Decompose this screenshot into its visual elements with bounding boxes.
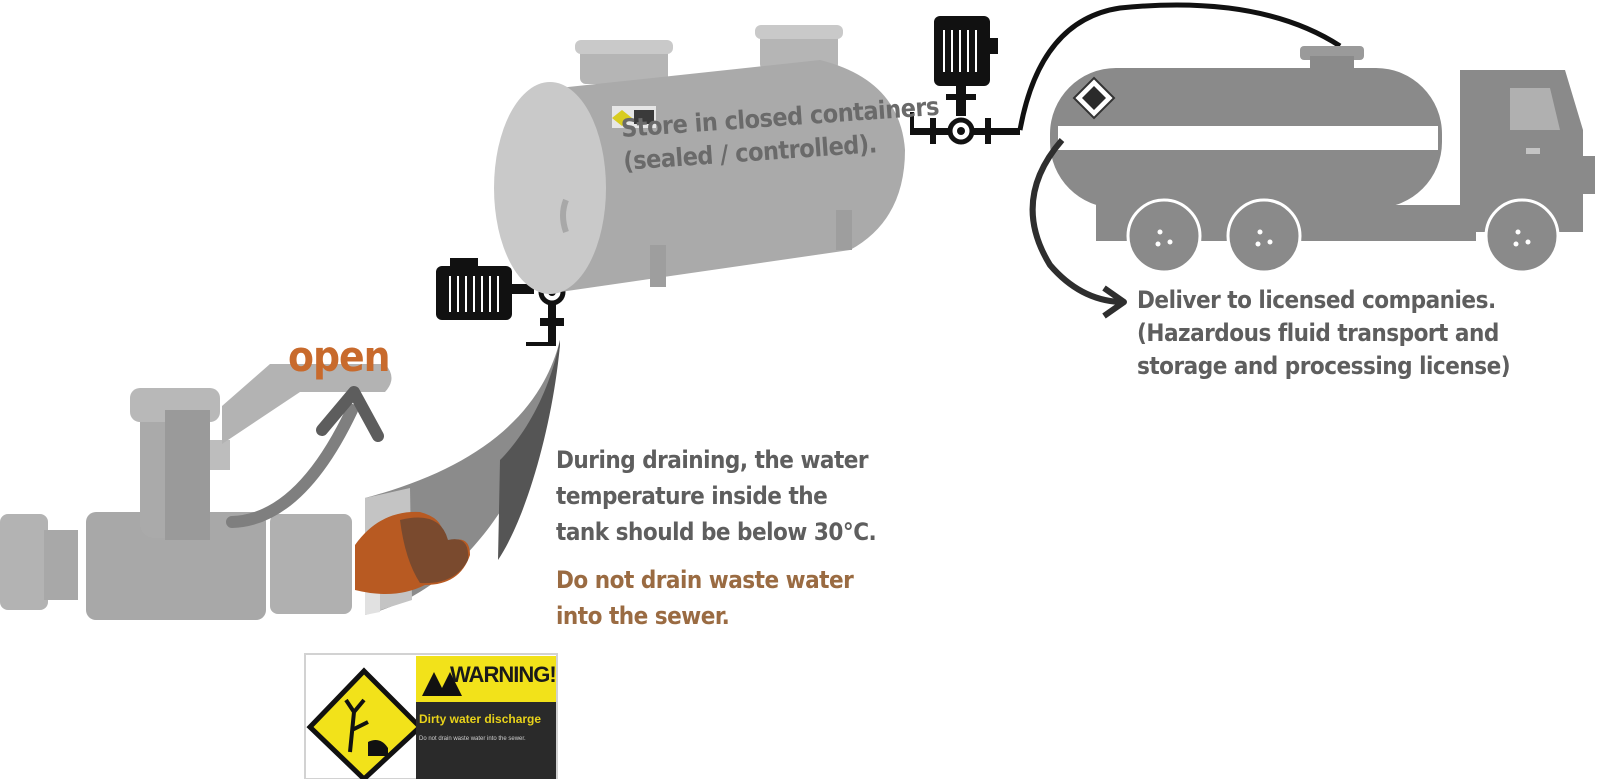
warning-triangle-icon [422,672,462,696]
deliver-arrow [1029,138,1127,319]
drain-line-1: During draining, the water [556,446,869,474]
deliver-instruction: Deliver to licensed companies. (Hazardou… [1137,284,1511,383]
sewer-warning: Do not drain waste water into the sewer. [556,562,854,634]
warning-sign [304,653,558,783]
drain-stream [355,340,560,615]
sewer-line-1: Do not drain waste water [556,566,854,594]
open-label: open [288,332,391,381]
valve-icon [0,364,392,620]
deliver-line-2: (Hazardous fluid transport and [1137,319,1499,347]
drain-instruction: During draining, the water temperature i… [556,442,877,550]
drain-line-3: tank should be below 30°C. [556,518,877,546]
deliver-line-3: storage and processing license) [1137,352,1511,380]
deliver-line-1: Deliver to licensed companies. [1137,286,1496,314]
drain-line-2: temperature inside the [556,482,828,510]
warning-subtitle: Dirty water discharge [419,712,542,726]
pump-motor-icon [910,16,1020,145]
storage-tank-icon [494,25,905,294]
tanker-truck-icon [1050,46,1595,274]
warning-title: WARNING! [450,662,557,687]
hazard-diamond-icon [1072,76,1116,120]
open-arrow [226,386,384,528]
warning-fine-print: Do not drain waste water into the sewer. [419,736,526,742]
sewer-line-2: into the sewer. [556,602,730,630]
